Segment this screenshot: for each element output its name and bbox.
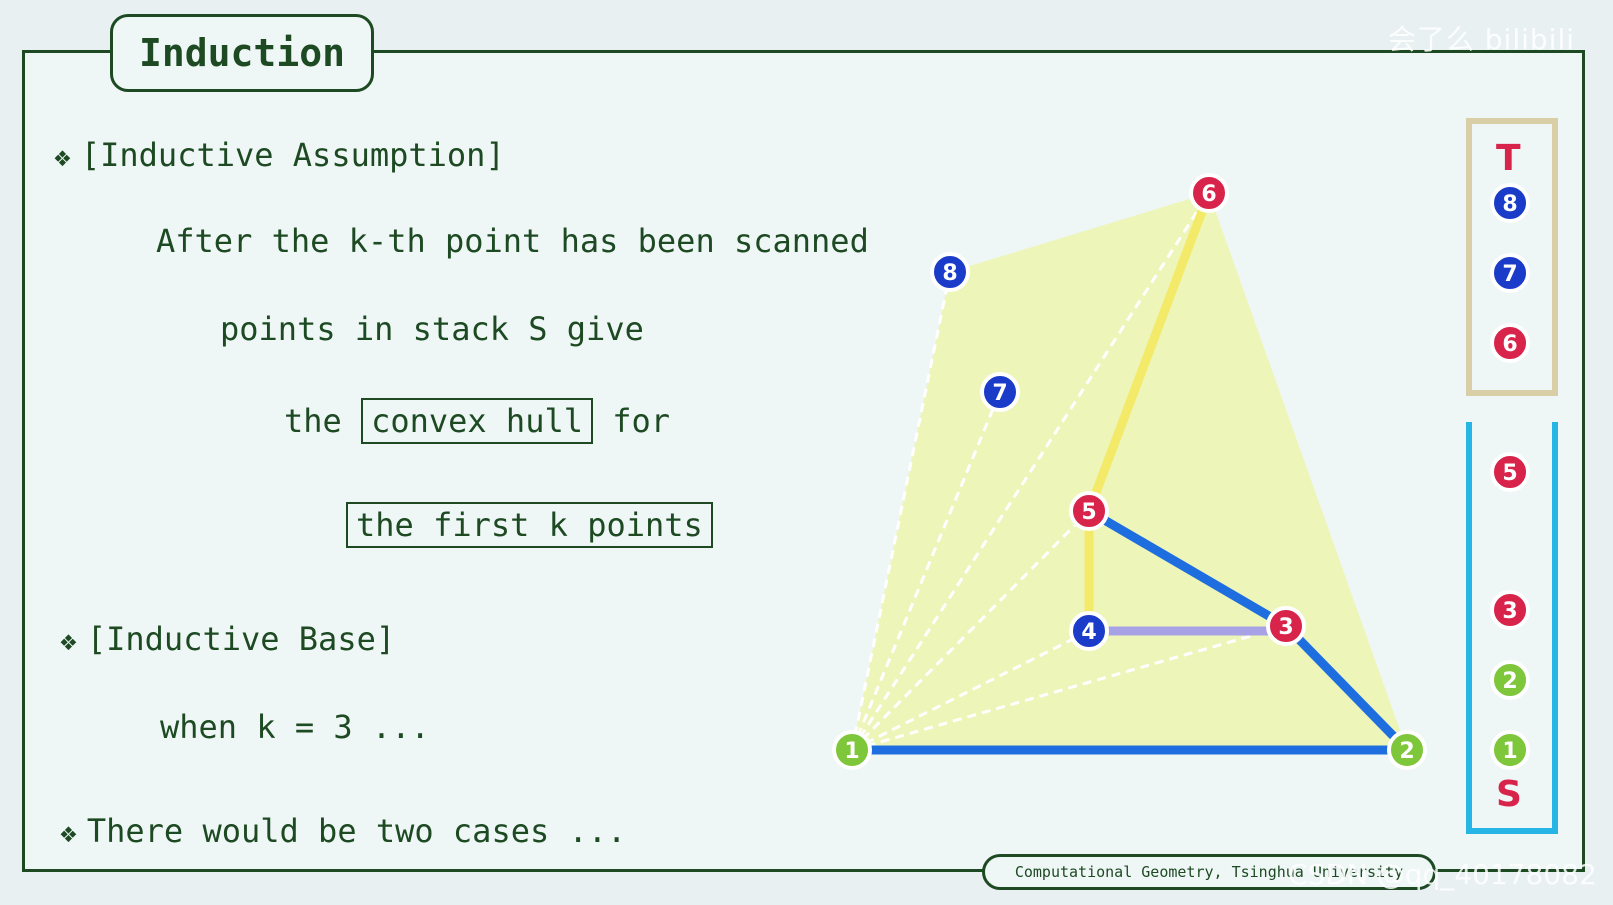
stack-T-item-7: 7 <box>1490 253 1530 293</box>
point-3: 3 <box>1266 606 1306 646</box>
svg-text:6: 6 <box>1201 182 1216 207</box>
assumption-line-3-post: for <box>612 402 671 440</box>
point-6: 6 <box>1189 173 1229 213</box>
stack-T-item-6: 6 <box>1490 323 1530 363</box>
bullet-two-cases: ❖ There would be two cases ... <box>60 812 626 850</box>
svg-text:2: 2 <box>1399 739 1414 764</box>
ray-to-7 <box>850 391 1002 751</box>
point-4: 4 <box>1069 611 1109 651</box>
assumption-line-1: After the k-th point has been scanned <box>156 222 869 260</box>
diamond-bullet-icon: ❖ <box>54 140 71 173</box>
ray-to-5 <box>850 509 1091 752</box>
diamond-bullet-icon: ❖ <box>60 816 77 849</box>
bilibili-watermark: 会了么 bilibili <box>1387 23 1575 56</box>
assumption-line-3: the convex hull for <box>284 398 671 444</box>
stack-S-item-5: 5 <box>1490 452 1530 492</box>
csdn-watermark: CSDN @qq_40178082 <box>1288 858 1597 891</box>
stack-S-label: S <box>1496 774 1522 815</box>
stack-T-label: T <box>1496 138 1521 179</box>
edge-5-6 <box>1084 191 1214 513</box>
stack-S-item-2: 2 <box>1490 660 1530 700</box>
svg-text:2: 2 <box>1502 669 1517 694</box>
point-1: 1 <box>832 730 872 770</box>
svg-text:6: 6 <box>1502 332 1517 357</box>
point-8: 8 <box>930 252 970 292</box>
ray-to-6 <box>850 192 1211 751</box>
point-2: 2 <box>1387 730 1427 770</box>
bullet-inductive-assumption: ❖ [Inductive Assumption] <box>54 136 505 174</box>
svg-text:1: 1 <box>1502 739 1517 764</box>
two-cases-label: There would be two cases ... <box>86 812 627 850</box>
svg-text:4: 4 <box>1081 620 1096 645</box>
svg-text:1: 1 <box>844 739 859 764</box>
ray-to-3 <box>851 624 1287 752</box>
assumption-line-3-pre: the <box>284 402 342 440</box>
point-7: 7 <box>980 372 1020 412</box>
point-5: 5 <box>1069 491 1109 531</box>
bullet-inductive-base: ❖ [Inductive Base] <box>60 620 395 658</box>
svg-text:8: 8 <box>1502 192 1517 217</box>
svg-text:7: 7 <box>992 381 1007 406</box>
stack-T-container <box>1466 118 1558 396</box>
edge-3-5 <box>1086 507 1289 630</box>
svg-text:8: 8 <box>942 261 957 286</box>
stack-S-item-3: 3 <box>1490 590 1530 630</box>
svg-text:3: 3 <box>1502 599 1517 624</box>
first-k-points-box: the first k points <box>346 502 713 548</box>
dashed-rays <box>850 192 1287 752</box>
assumption-line-2: points in stack S give <box>220 310 644 348</box>
svg-text:5: 5 <box>1502 461 1517 486</box>
stack-S-container <box>1466 422 1558 834</box>
edge-2-3 <box>1282 622 1411 754</box>
inductive-base-label: [Inductive Base] <box>86 620 396 658</box>
base-line: when k = 3 ... <box>160 708 430 746</box>
inductive-assumption-label: [Inductive Assumption] <box>80 136 505 174</box>
svg-text:7: 7 <box>1502 262 1517 287</box>
convex-hull-box: convex hull <box>361 398 593 444</box>
assumption-line-4: the first k points <box>346 502 713 548</box>
stack-T-item-8: 8 <box>1490 183 1530 223</box>
slide-title: Induction <box>110 14 374 92</box>
svg-text:5: 5 <box>1081 500 1096 525</box>
footer-university: Computational Geometry, Tsinghua Univers… <box>982 854 1436 890</box>
svg-text:3: 3 <box>1278 615 1293 640</box>
ray-to-8 <box>850 271 952 751</box>
diamond-bullet-icon: ❖ <box>60 624 77 657</box>
stack-S-item-1: 1 <box>1490 730 1530 770</box>
